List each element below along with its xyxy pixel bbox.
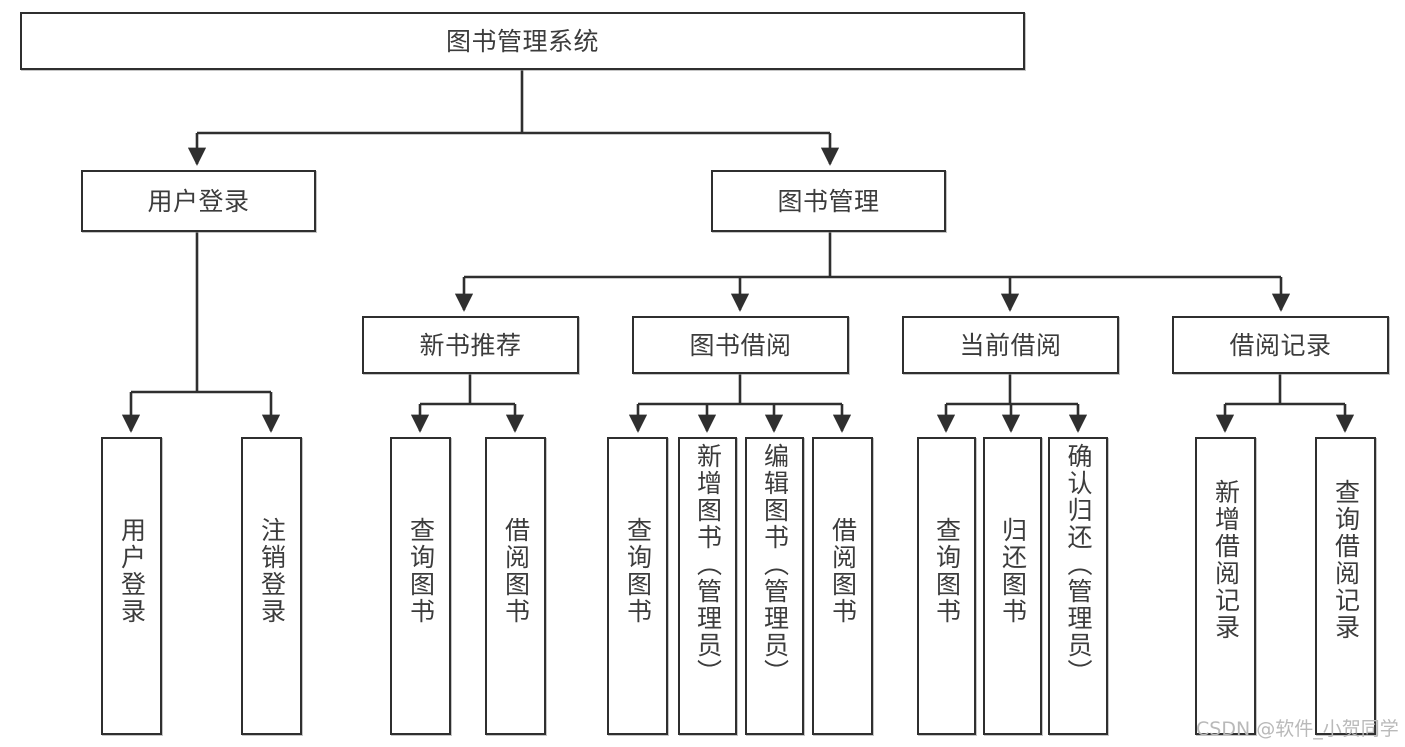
leaf-current-confirm-return-admin-label: 确认归还（管理员） xyxy=(1064,443,1093,686)
leaf-current-return-book[interactable]: 归还图书 xyxy=(983,437,1042,735)
node-book-borrow[interactable]: 图书借阅 xyxy=(632,316,849,374)
leaf-borrow-edit-book-admin[interactable]: 编辑图书（管理员） xyxy=(745,437,804,735)
leaf-current-query-book-label: 查询图书 xyxy=(932,517,962,625)
leaf-current-return-book-label: 归还图书 xyxy=(998,517,1028,625)
leaf-borrow-edit-book-admin-label: 编辑图书（管理员） xyxy=(760,443,790,686)
node-current-borrow[interactable]: 当前借阅 xyxy=(902,316,1119,374)
node-borrow-record[interactable]: 借阅记录 xyxy=(1172,316,1389,374)
node-user-login-label: 用户登录 xyxy=(147,186,250,216)
leaf-borrow-add-book-admin[interactable]: 新增图书（管理员） xyxy=(678,437,737,735)
node-book-management-label: 图书管理 xyxy=(777,186,880,216)
leaf-new-book-query-label: 查询图书 xyxy=(406,517,436,625)
node-current-borrow-label: 当前借阅 xyxy=(959,330,1062,360)
leaf-user-login-logout[interactable]: 注销登录 xyxy=(241,437,302,735)
leaf-new-book-borrow[interactable]: 借阅图书 xyxy=(485,437,546,735)
leaf-current-confirm-return-admin[interactable]: 确认归还（管理员） xyxy=(1048,437,1108,735)
node-root-system[interactable]: 图书管理系统 xyxy=(20,12,1025,70)
node-new-book-recommend-label: 新书推荐 xyxy=(419,330,522,360)
leaf-borrow-query-book[interactable]: 查询图书 xyxy=(607,437,668,735)
node-user-login[interactable]: 用户登录 xyxy=(81,170,316,232)
leaf-user-login-login[interactable]: 用户登录 xyxy=(101,437,162,735)
node-book-borrow-label: 图书借阅 xyxy=(689,330,792,360)
watermark-text: CSDN @软件_小贺同学 xyxy=(1196,718,1399,740)
leaf-borrow-borrow-book[interactable]: 借阅图书 xyxy=(812,437,873,735)
leaf-record-add[interactable]: 新增借阅记录 xyxy=(1195,437,1256,735)
leaf-record-query[interactable]: 查询借阅记录 xyxy=(1315,437,1376,735)
node-borrow-record-label: 借阅记录 xyxy=(1229,330,1332,360)
leaf-record-add-label: 新增借阅记录 xyxy=(1211,479,1241,641)
leaf-borrow-query-book-label: 查询图书 xyxy=(623,517,653,625)
leaf-borrow-borrow-book-label: 借阅图书 xyxy=(828,517,858,625)
leaf-new-book-query[interactable]: 查询图书 xyxy=(390,437,451,735)
node-new-book-recommend[interactable]: 新书推荐 xyxy=(362,316,579,374)
leaf-borrow-add-book-admin-label: 新增图书（管理员） xyxy=(693,443,723,686)
node-root-system-label: 图书管理系统 xyxy=(445,26,599,56)
leaf-new-book-borrow-label: 借阅图书 xyxy=(501,517,531,625)
leaf-user-login-logout-label: 注销登录 xyxy=(257,517,287,625)
leaf-record-query-label: 查询借阅记录 xyxy=(1331,479,1361,641)
leaf-current-query-book[interactable]: 查询图书 xyxy=(917,437,976,735)
leaf-user-login-login-label: 用户登录 xyxy=(117,517,147,625)
node-book-management[interactable]: 图书管理 xyxy=(711,170,946,232)
